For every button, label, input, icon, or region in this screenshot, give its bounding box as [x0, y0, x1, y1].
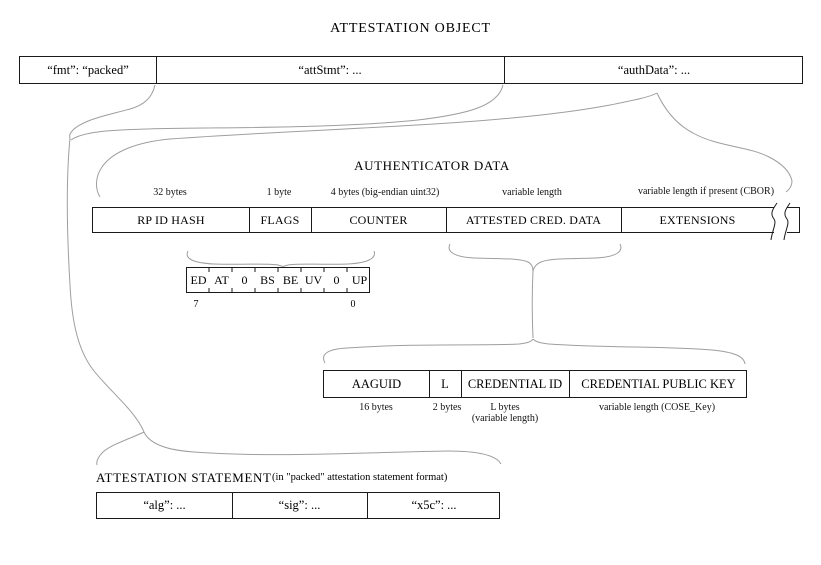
connector-attstmt-left-tail	[69, 84, 156, 139]
divider	[232, 493, 233, 518]
field-sig: “sig”: ...	[278, 498, 321, 512]
field-attstmt: “attStmt”: ...	[298, 62, 362, 77]
divider	[569, 371, 570, 397]
bit-bs: BS	[260, 272, 275, 287]
size-label-credential-id-1: L bytes	[490, 402, 520, 413]
attestation-statement-row: “alg”: ... “sig”: ... “x5c”: ...	[96, 492, 500, 519]
size-label-rpidhash: 32 bytes	[153, 187, 187, 198]
field-extensions: EXTENSIONS	[659, 212, 736, 227]
field-aaguid: AAGUID	[351, 376, 402, 391]
page-title: ATTESTATION OBJECT	[330, 21, 491, 36]
brace-authdata-left-arm	[96, 92, 658, 198]
attested-credential-data-row: AAGUID L CREDENTIAL ID CREDENTIAL PUBLIC…	[323, 370, 747, 398]
divider	[367, 493, 368, 518]
brace-flags-right	[282, 250, 375, 268]
authenticator-data-heading: AUTHENTICATOR DATA	[354, 158, 510, 173]
divider	[429, 371, 430, 397]
brace-aaguid-right	[532, 338, 746, 365]
field-rp-id-hash: RP ID HASH	[137, 212, 205, 227]
brace-authdata-right-arm	[656, 92, 793, 193]
field-attested-cred-data: ATTESTED CRED. DATA	[465, 212, 602, 227]
attestation-statement-heading: ATTESTATION STATEMENT	[96, 470, 272, 485]
brace-attcred-right	[532, 243, 622, 272]
bit-index-low: 0	[350, 299, 356, 310]
field-alg: “alg”: ...	[143, 498, 186, 512]
size-label-counter: 4 bytes (big-endian uint32)	[330, 187, 440, 198]
field-l: L	[441, 376, 449, 391]
bit-ed: ED	[190, 272, 207, 287]
authenticator-data-row: RP ID HASH FLAGS COUNTER ATTESTED CRED. …	[92, 203, 800, 239]
divider	[446, 208, 447, 232]
field-counter: COUNTER	[349, 212, 408, 227]
divider	[311, 208, 312, 232]
divider	[504, 57, 505, 83]
bit-be: BE	[282, 272, 299, 287]
field-authdata: “authData”: ...	[617, 62, 691, 77]
divider	[156, 57, 157, 83]
flags-bit-row: ED AT 0 BS BE UV 0 UP	[186, 267, 370, 293]
field-flags: FLAGS	[260, 212, 300, 227]
size-label-credential-id-2: (variable length)	[471, 413, 539, 424]
brace-flags-left	[186, 250, 284, 268]
bit-index-high: 7	[193, 299, 199, 310]
connector-attstmt-right-tail	[70, 84, 504, 141]
brace-attestation-statement-right	[143, 431, 502, 465]
attestation-object-row: “fmt”: “packed” “attStmt”: ... “authData…	[19, 56, 803, 84]
field-fmt: “fmt”: “packed”	[47, 62, 129, 77]
torn-edge-gap	[774, 203, 787, 239]
size-label-extensions: variable length if present (CBOR)	[637, 186, 775, 197]
bit-up: UP	[351, 272, 368, 287]
bit-uv: UV	[304, 272, 323, 287]
attestation-statement-format-note: (in "packed" attestation statement forma…	[272, 472, 448, 483]
bit-at: AT	[214, 272, 229, 287]
field-credential-id: CREDENTIAL ID	[467, 376, 563, 391]
brace-attestation-statement-left	[96, 431, 145, 466]
size-label-attcreddata: variable length	[502, 187, 562, 198]
brace-attcred-left	[448, 243, 534, 272]
size-label-credential-public-key: variable length (COSE_Key)	[598, 402, 716, 413]
bit-rfu2: 0	[333, 272, 340, 287]
field-credential-public-key: CREDENTIAL PUBLIC KEY	[581, 376, 736, 391]
size-label-aaguid: 16 bytes	[359, 402, 393, 413]
divider	[461, 371, 462, 397]
leader-attcred	[531, 270, 534, 339]
connector-left-leader	[66, 137, 145, 433]
field-x5c: “x5c”: ...	[411, 498, 457, 512]
divider	[621, 208, 622, 232]
bit-rfu: 0	[241, 272, 248, 287]
divider	[249, 208, 250, 232]
brace-aaguid-left	[323, 338, 534, 364]
size-label-l: 2 bytes	[432, 402, 462, 413]
